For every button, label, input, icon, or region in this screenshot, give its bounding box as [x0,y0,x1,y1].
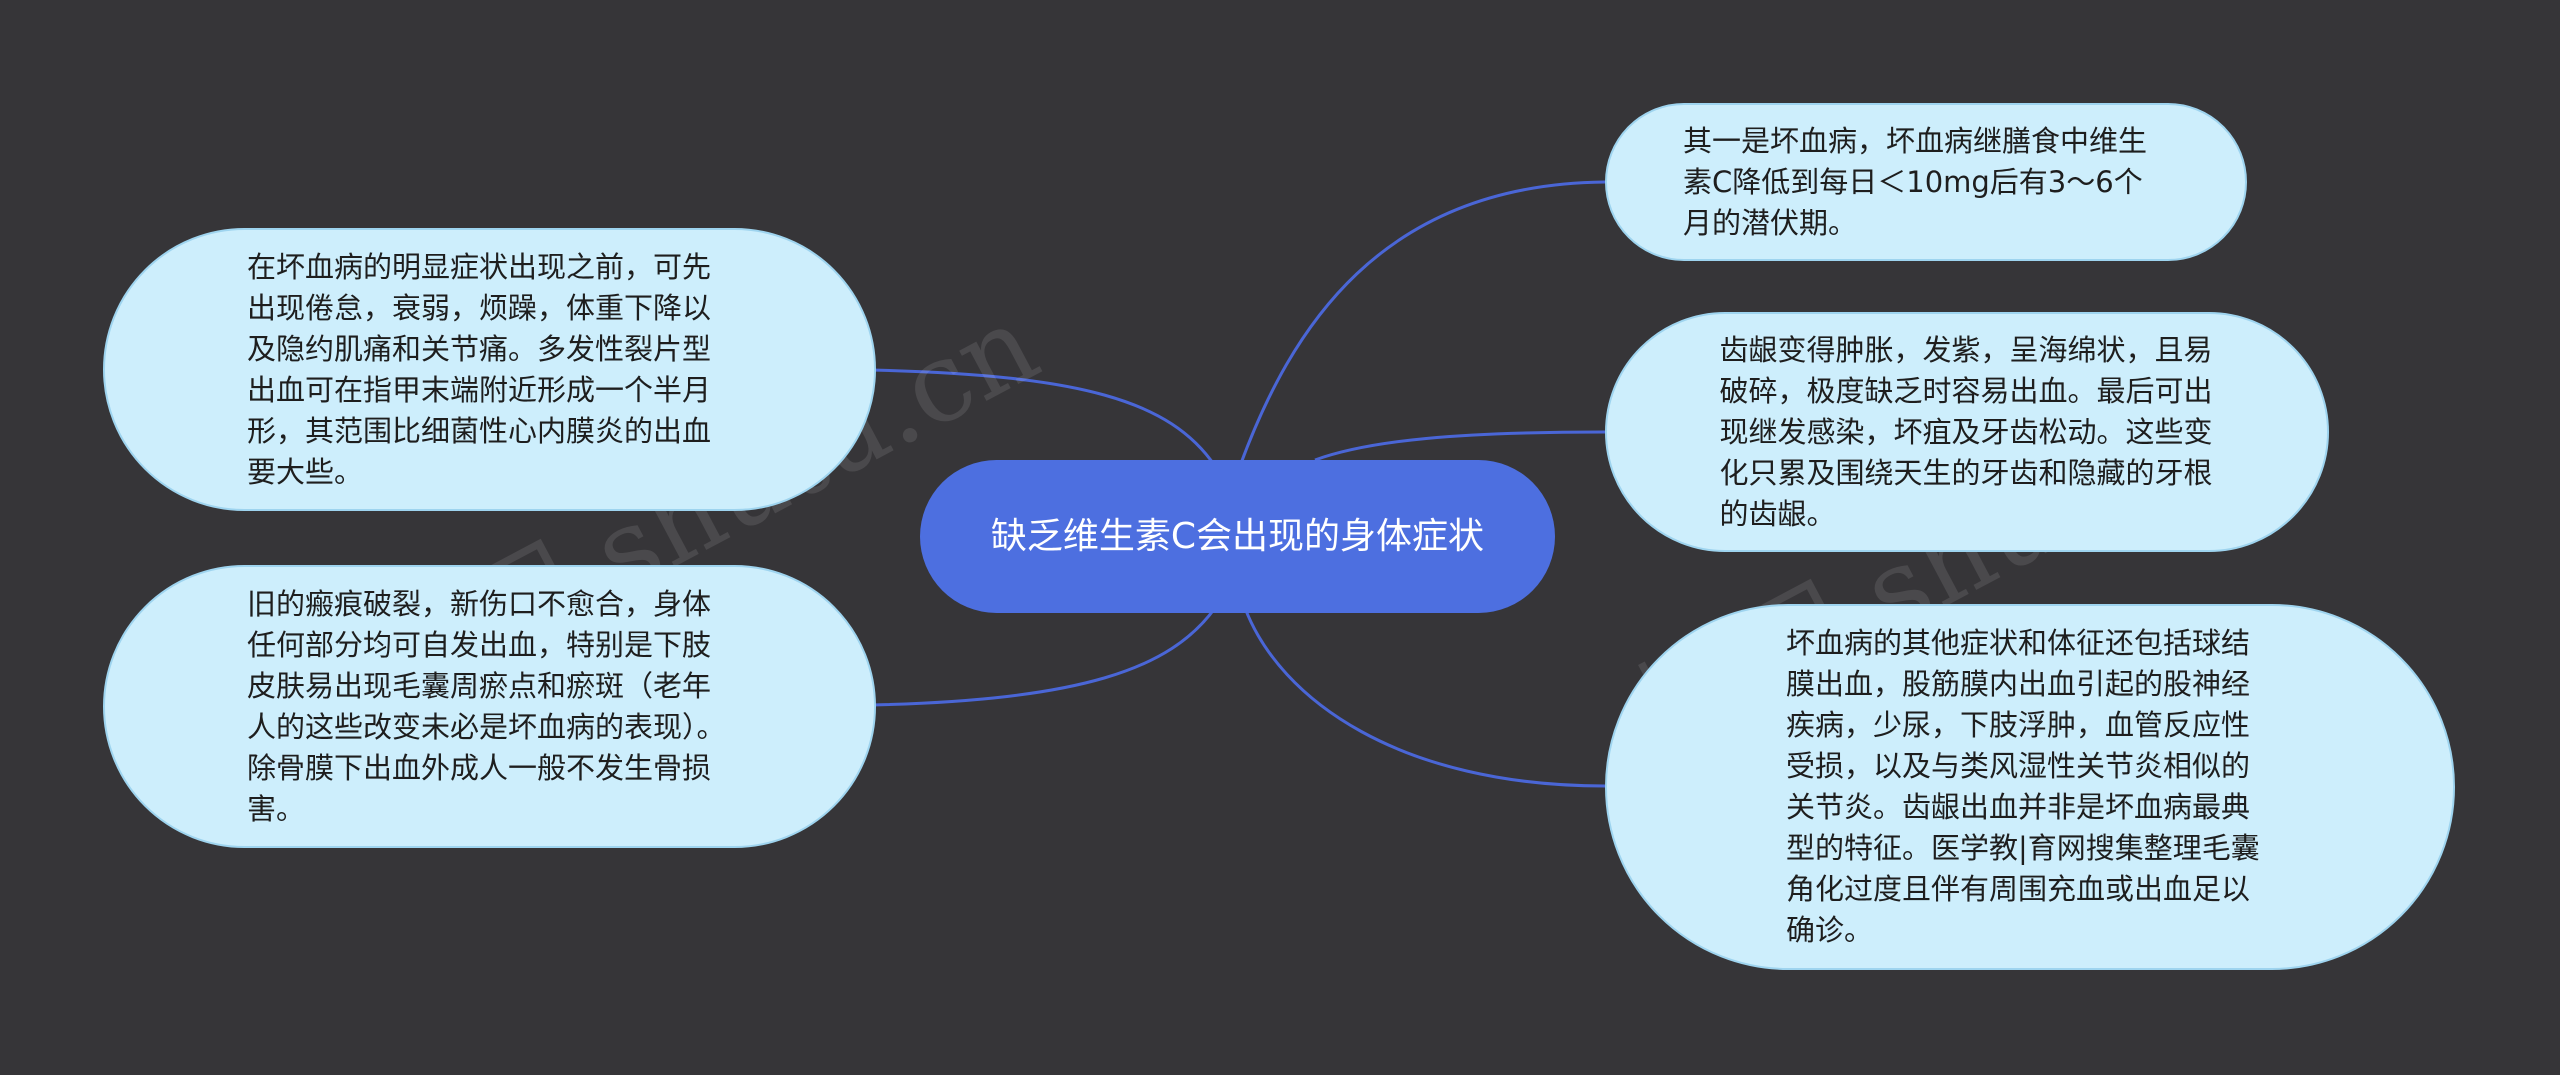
node-right-top-text: 其一是坏血病，坏血病继膳食中维生素C降低到每日＜10mg后有3～6个月的潜伏期。 [1683,123,2148,240]
connector-right-middle [1314,430,1606,462]
connector-right-top [1238,180,1606,467]
connector-right-bottom [1243,607,1606,788]
connector-left-bottom [871,607,1217,707]
node-right-middle-text: 齿龈变得肿胀，发紫，呈海绵状，且易破碎，极度缺乏时容易出血。最后可出现继发感染，… [1719,332,2213,531]
node-left-bottom-text: 旧的瘢痕破裂，新伤口不愈合，身体任何部分均可自发出血，特别是下肢皮肤易出现毛囊周… [247,586,726,826]
node-left-top-text: 在坏血病的明显症状出现之前，可先出现倦怠，衰弱，烦躁，体重下降以及隐约肌痛和关节… [247,249,712,489]
node-right-bottom[interactable]: 坏血病的其他症状和体征还包括球结膜出血，股筋膜内出血引起的股神经疾病，少尿，下肢… [1605,604,2455,970]
node-right-middle[interactable]: 齿龈变得肿胀，发紫，呈海绵状，且易破碎，极度缺乏时容易出血。最后可出现继发感染，… [1605,312,2329,552]
node-right-bottom-text: 坏血病的其他症状和体征还包括球结膜出血，股筋膜内出血引起的股神经疾病，少尿，下肢… [1786,626,2260,947]
connector-left-top [871,368,1217,467]
node-left-bottom[interactable]: 旧的瘢痕破裂，新伤口不愈合，身体任何部分均可自发出血，特别是下肢皮肤易出现毛囊周… [103,565,876,848]
central-topic-label: 缺乏维生素C会出现的身体症状 [990,515,1485,557]
node-right-top[interactable]: 其一是坏血病，坏血病继膳食中维生素C降低到每日＜10mg后有3～6个月的潜伏期。 [1605,103,2247,261]
node-left-top[interactable]: 在坏血病的明显症状出现之前，可先出现倦怠，衰弱，烦躁，体重下降以及隐约肌痛和关节… [103,228,876,511]
central-topic[interactable]: 缺乏维生素C会出现的身体症状 [920,460,1555,613]
